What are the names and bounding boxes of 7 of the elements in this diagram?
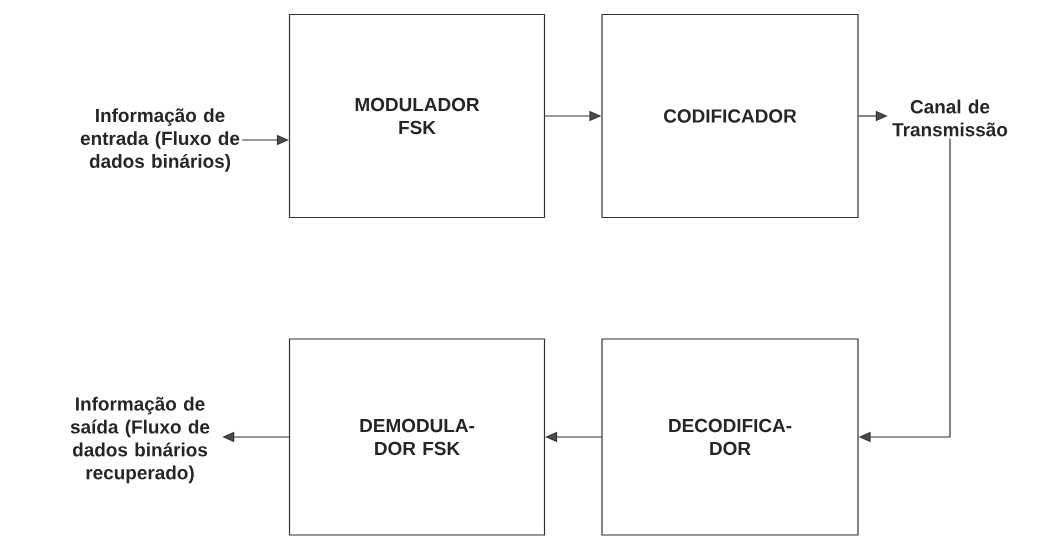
text-label: Canal de Transmissão — [892, 99, 1008, 137]
text-label: Informação de entrada (Fluxo de dados binários) — [80, 108, 240, 172]
process-box: CODIFICADOR — [601, 13, 859, 219]
process-box: DECODIFICA- DOR — [601, 338, 859, 536]
process-box: MODULADOR FSK — [288, 13, 546, 219]
process-box: DEMODULA- DOR FSK — [288, 338, 546, 536]
text-label: Informação de saída (Fluxo de dados binários recuperado) — [70, 396, 210, 484]
